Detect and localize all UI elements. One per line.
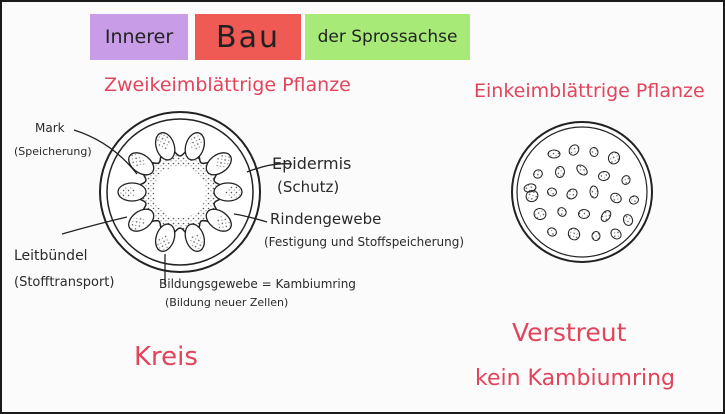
bundle-xylem: [157, 133, 170, 150]
bundle-xylem: [190, 234, 203, 251]
bundle-xylem: [225, 186, 241, 198]
bundle-xylem: [157, 234, 170, 251]
scattered-bundle: [547, 187, 557, 197]
scattered-bundle: [557, 207, 567, 217]
bundle-xylem: [119, 186, 135, 198]
scattered-bundle: [554, 166, 566, 178]
label-rindengewebe-note: (Festigung und Stoffspeicherung): [264, 235, 465, 249]
scattered-bundle: [576, 164, 588, 176]
scattered-bundle: [547, 227, 557, 237]
vascular-bundles: [117, 132, 243, 252]
bundle-xylem: [129, 154, 145, 168]
scattered-bundle: [578, 208, 590, 220]
scattered-bundle: [610, 192, 622, 204]
summary-kein-kambiumring: kein Kambiumring: [475, 366, 676, 391]
bundle-xylem: [215, 154, 231, 168]
scattered-bundles: [523, 144, 639, 241]
monocot-cross-section: [511, 121, 653, 263]
leader-lines: [61, 129, 293, 285]
pith: [154, 166, 206, 218]
label-epidermis: Epidermis: [272, 154, 352, 173]
label-mark-note: (Speicherung): [14, 145, 92, 158]
label-leitbuendel-note: (Stofftransport): [14, 275, 115, 290]
scattered-bundle: [533, 169, 543, 179]
bundle-xylem: [215, 216, 231, 230]
summary-kreis: Kreis: [134, 342, 198, 372]
scattered-bundle: [567, 227, 581, 241]
dicot-cross-section: [99, 111, 261, 273]
scattered-bundle: [568, 144, 580, 156]
scattered-bundle: [629, 195, 639, 205]
scattered-bundle: [591, 231, 601, 241]
scattered-bundle: [547, 149, 561, 159]
label-rindengewebe: Rindengewebe: [270, 210, 382, 228]
label-bildungsgewebe-note: (Bildung neuer Zellen): [165, 296, 289, 309]
scattered-bundle: [566, 188, 578, 200]
scattered-bundle: [589, 185, 599, 199]
scattered-bundle: [533, 207, 547, 221]
scattered-bundle: [610, 228, 622, 240]
scattered-bundle: [598, 170, 610, 182]
label-leitbuendel: Leitbündel: [14, 248, 88, 264]
title-innerer: Innerer: [90, 14, 188, 60]
scattered-bundle: [621, 175, 631, 185]
heading-monocot: Einkeimblättrige Pflanze: [474, 80, 705, 102]
summary-verstreut: Verstreut: [512, 318, 627, 347]
title-sprossachse: der Sprossachse: [305, 14, 470, 60]
scattered-bundle: [600, 210, 612, 222]
title-bau: Bau: [195, 14, 301, 60]
label-bildungsgewebe: Bildungsgewebe = Kambiumring: [159, 277, 356, 291]
scattered-bundle: [523, 183, 537, 193]
heading-dicot: Zweikeimblättrige Pflanze: [104, 74, 351, 96]
label-mark: Mark: [35, 121, 65, 135]
scattered-bundle: [622, 214, 634, 226]
bundle-xylem: [190, 133, 203, 150]
scattered-bundle: [589, 147, 599, 157]
scattered-bundle: [607, 151, 621, 165]
bundle-xylem: [129, 216, 145, 230]
label-epidermis-note: (Schutz): [277, 178, 340, 196]
